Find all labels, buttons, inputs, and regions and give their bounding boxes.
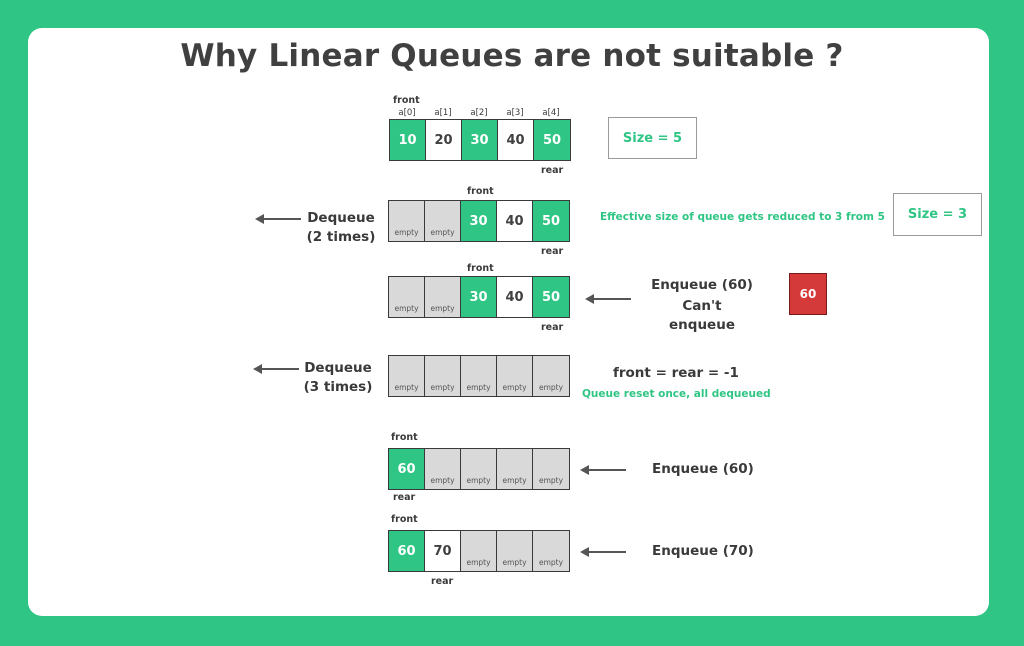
operation-line: Dequeue bbox=[307, 210, 375, 226]
empty-cell: empty bbox=[497, 531, 533, 571]
operation-line: Enqueue (60) bbox=[651, 277, 753, 293]
empty-cell: empty bbox=[389, 201, 425, 241]
index-label: a[4] bbox=[542, 108, 560, 118]
front-label: front bbox=[467, 186, 494, 197]
enqueue-operation-label: Enqueue (70) bbox=[652, 543, 754, 559]
size-box: Size = 3 bbox=[893, 193, 982, 236]
left-arrow-icon bbox=[580, 465, 626, 475]
empty-cell: empty bbox=[425, 277, 461, 317]
rear-label: rear bbox=[431, 576, 454, 587]
operation-line: (2 times) bbox=[306, 229, 376, 245]
left-arrow-icon bbox=[255, 214, 301, 224]
left-arrow-icon bbox=[253, 364, 299, 374]
page-title: Why Linear Queues are not suitable ? bbox=[180, 38, 844, 74]
empty-cell: empty bbox=[497, 356, 533, 396]
queue-array-all-empty: empty empty empty empty empty bbox=[388, 355, 570, 397]
left-arrow-icon bbox=[580, 547, 626, 557]
rear-label: rear bbox=[541, 322, 564, 333]
queue-cell: 30 bbox=[461, 277, 497, 317]
queue-cell: 20 bbox=[426, 120, 462, 160]
queue-array-enqueue-60: 60 empty empty empty empty bbox=[388, 448, 570, 490]
rear-label: rear bbox=[393, 492, 416, 503]
queue-array-enqueue-70: 60 70 empty empty empty bbox=[388, 530, 570, 572]
dequeue-operation-label: Dequeue (2 times) bbox=[304, 209, 378, 247]
rejected-value-box: 60 bbox=[789, 273, 827, 315]
enqueue-fail-label: Enqueue (60) Can't enqueue bbox=[648, 276, 756, 335]
empty-cell: empty bbox=[389, 356, 425, 396]
index-label: a[2] bbox=[470, 108, 488, 118]
queue-cell: 70 bbox=[425, 531, 461, 571]
queue-cell: 40 bbox=[497, 277, 533, 317]
empty-cell: empty bbox=[497, 449, 533, 489]
queue-cell: 60 bbox=[389, 449, 425, 489]
index-label: a[1] bbox=[434, 108, 452, 118]
queue-cell: 50 bbox=[533, 201, 569, 241]
empty-cell: empty bbox=[425, 201, 461, 241]
empty-cell: empty bbox=[425, 449, 461, 489]
queue-array-initial: 10 20 30 40 50 bbox=[389, 119, 571, 161]
reset-note: Queue reset once, all dequeued bbox=[582, 388, 771, 400]
size-box: Size = 5 bbox=[608, 117, 697, 159]
empty-cell: empty bbox=[461, 449, 497, 489]
rear-label: rear bbox=[541, 246, 564, 257]
operation-line: Can't enqueue bbox=[669, 298, 735, 333]
queue-cell: 50 bbox=[533, 277, 569, 317]
queue-cell: 10 bbox=[390, 120, 426, 160]
dequeue-operation-label: Dequeue (3 times) bbox=[301, 359, 375, 397]
rear-label: rear bbox=[541, 165, 564, 176]
front-label: front bbox=[391, 514, 418, 525]
enqueue-operation-label: Enqueue (60) bbox=[652, 461, 754, 477]
empty-cell: empty bbox=[461, 531, 497, 571]
empty-cell: empty bbox=[533, 531, 569, 571]
operation-line: (3 times) bbox=[303, 379, 373, 395]
queue-cell: 30 bbox=[462, 120, 498, 160]
queue-cell: 40 bbox=[498, 120, 534, 160]
front-label: front bbox=[391, 432, 418, 443]
front-label: front bbox=[467, 263, 494, 274]
queue-array-after-dequeue: empty empty 30 40 50 bbox=[388, 200, 570, 242]
queue-cell: 40 bbox=[497, 201, 533, 241]
empty-cell: empty bbox=[425, 356, 461, 396]
empty-cell: empty bbox=[533, 356, 569, 396]
operation-line: Dequeue bbox=[304, 360, 372, 376]
index-label: a[3] bbox=[506, 108, 524, 118]
queue-array-full-rear: empty empty 30 40 50 bbox=[388, 276, 570, 318]
left-arrow-icon bbox=[585, 294, 631, 304]
reset-text: front = rear = -1 bbox=[613, 365, 739, 381]
empty-cell: empty bbox=[389, 277, 425, 317]
front-label: front bbox=[393, 95, 420, 106]
queue-cell: 30 bbox=[461, 201, 497, 241]
empty-cell: empty bbox=[533, 449, 569, 489]
queue-cell: 60 bbox=[389, 531, 425, 571]
empty-cell: empty bbox=[461, 356, 497, 396]
index-label: a[0] bbox=[398, 108, 416, 118]
queue-cell: 50 bbox=[534, 120, 570, 160]
reduced-size-note: Effective size of queue gets reduced to … bbox=[600, 211, 885, 223]
